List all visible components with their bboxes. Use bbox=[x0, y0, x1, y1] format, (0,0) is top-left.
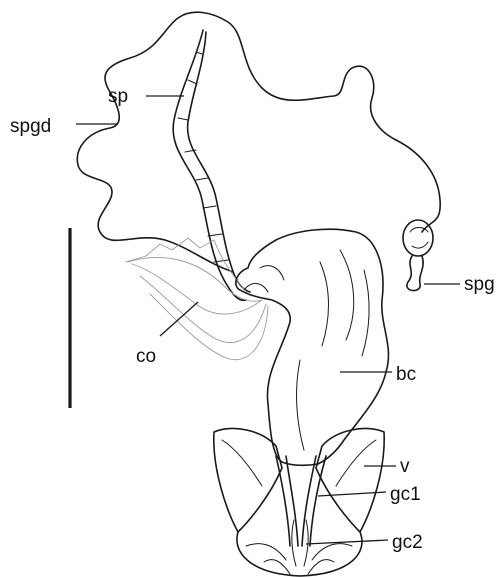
label-co: co bbox=[136, 346, 156, 367]
label-spg: spg bbox=[464, 274, 495, 295]
spermatheca bbox=[173, 30, 246, 300]
label-bc: bc bbox=[396, 364, 416, 385]
label-sp: sp bbox=[108, 86, 128, 107]
label-gc1: gc1 bbox=[390, 484, 421, 505]
spermathecal-gland bbox=[403, 220, 433, 291]
bursa-copulatrix-folds bbox=[244, 250, 369, 450]
leader-gc2 bbox=[306, 540, 388, 544]
label-spgd: spgd bbox=[10, 116, 51, 137]
leader-co bbox=[160, 302, 198, 336]
spermatheca-inner bbox=[188, 32, 250, 292]
genital-bowl bbox=[237, 532, 362, 576]
copulatory-opening bbox=[126, 238, 268, 360]
bursa-copulatrix bbox=[236, 229, 389, 465]
vulva bbox=[214, 428, 384, 532]
spermathecal-gland-duct bbox=[77, 12, 440, 272]
label-v: v bbox=[400, 456, 410, 477]
label-gc2: gc2 bbox=[392, 532, 423, 553]
